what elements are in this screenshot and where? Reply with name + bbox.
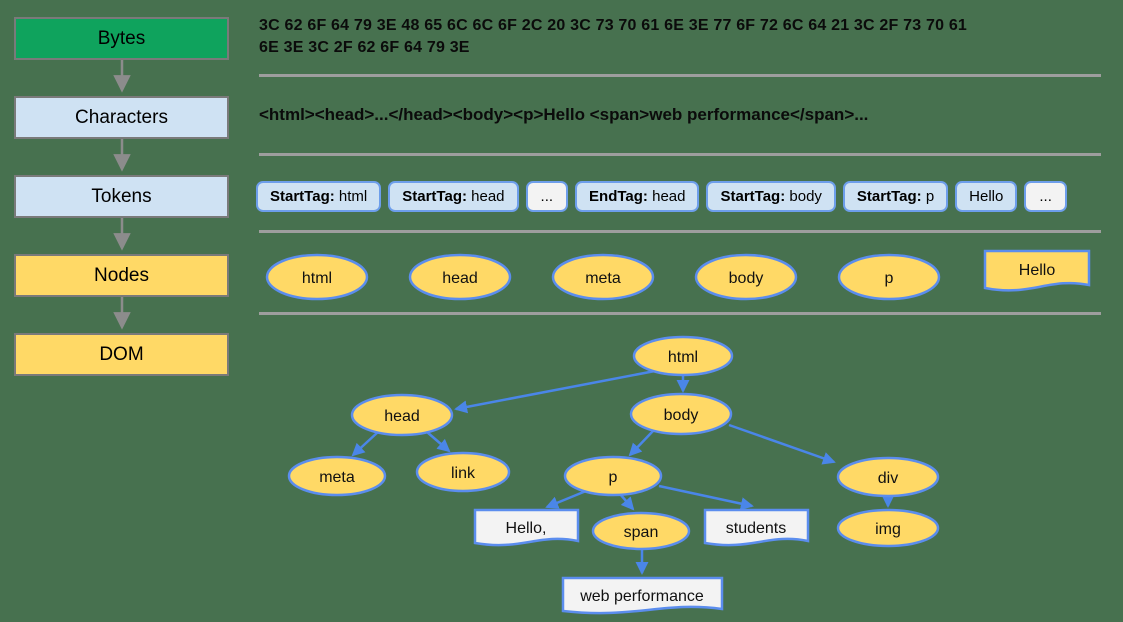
token-value: ...: [1039, 188, 1052, 205]
separator-line: [259, 230, 1101, 233]
stage-characters-label: Characters: [75, 106, 168, 128]
tree-textnode-students: [703, 508, 810, 547]
dom-tree-edges: [351, 369, 895, 575]
tree-edge-html-head: [454, 369, 656, 414]
bytes-hex-line-2: 6E 3E 3C 2F 62 6F 64 79 3E: [259, 39, 470, 56]
node-html-label: html: [302, 270, 332, 287]
tree-node-html: [632, 335, 734, 377]
token-starttag-head: StartTag: head: [388, 181, 519, 212]
stage-nodes: Nodes: [14, 254, 229, 297]
stage-tokens-label: Tokens: [91, 185, 152, 207]
tree-edge-p-students: [658, 484, 754, 511]
token-kind: EndTag:: [589, 188, 648, 205]
token-value: body: [785, 188, 822, 205]
bytes-hex-line-1: 3C 62 6F 64 79 3E 48 65 6C 6C 6F 2C 20 3…: [259, 17, 968, 34]
node-meta-label: meta: [585, 270, 621, 287]
tree-node-span-label: span: [624, 524, 659, 541]
nodes-row: html head meta body p Hello: [265, 249, 1091, 301]
tree-node-p: [563, 455, 663, 497]
separator-line: [259, 153, 1101, 156]
tree-node-head: [350, 393, 454, 437]
tree-node-img-label: img: [875, 521, 901, 538]
tree-node-div-label: div: [878, 470, 898, 487]
separator-line: [259, 74, 1101, 77]
node-p: [837, 253, 941, 301]
token-ellipsis: ...: [1024, 181, 1067, 212]
token-starttag-html: StartTag: html: [256, 181, 382, 212]
token-kind: StartTag:: [402, 188, 467, 205]
node-meta: [551, 253, 655, 301]
tree-node-body: [629, 392, 733, 436]
stage-dom-label: DOM: [99, 343, 144, 365]
tree-textnode-webperformance: [561, 576, 724, 615]
separator-line: [259, 312, 1101, 315]
tree-node-p-label: p: [609, 469, 618, 486]
token-value: head: [466, 188, 505, 205]
tree-textnode-students-label: students: [726, 520, 786, 537]
node-p-label: p: [885, 270, 894, 287]
node-hello-text: [983, 249, 1091, 292]
tree-edge-p-hello: [545, 489, 587, 509]
characters-markup-text: <html><head>...</head><body><p>Hello <sp…: [259, 105, 869, 124]
token-kind: StartTag:: [856, 188, 922, 205]
node-head-label: head: [442, 270, 478, 287]
tree-node-link-label: link: [451, 465, 476, 482]
tree-textnode-hello: [473, 508, 580, 547]
tree-edge-body-p: [628, 430, 654, 457]
dom-tree-nodes: html head body meta link p div span img …: [287, 335, 940, 615]
token-value: p: [921, 188, 935, 205]
token-kind: StartTag:: [270, 188, 335, 205]
token-value: head: [647, 188, 686, 205]
tree-node-link: [415, 451, 511, 493]
tree-node-meta: [287, 455, 387, 497]
token-kind: StartTag:: [720, 188, 786, 205]
stage-tokens: Tokens: [14, 175, 229, 218]
token-endtag-head: EndTag: head: [575, 181, 700, 212]
tree-node-img: [836, 508, 940, 548]
node-head: [408, 253, 512, 301]
stage-characters: Characters: [14, 96, 229, 139]
node-hello-label: Hello: [1019, 262, 1056, 279]
tokens-row: StartTag: html StartTag: head ... EndTag…: [256, 181, 1067, 212]
token-starttag-body: StartTag: body: [706, 181, 836, 212]
bytes-hex-text: 3C 62 6F 64 79 3E 48 65 6C 6C 6F 2C 20 3…: [259, 15, 1104, 59]
token-value: Hello: [969, 188, 1004, 205]
tree-node-div: [836, 456, 940, 498]
tree-node-head-label: head: [384, 408, 420, 425]
stage-bytes-label: Bytes: [97, 27, 146, 49]
token-value: html: [334, 188, 368, 205]
tree-edge-body-div: [728, 423, 836, 465]
tree-node-span: [591, 511, 691, 551]
stage-bytes: Bytes: [14, 17, 229, 60]
tree-textnode-hello-label: Hello,: [506, 520, 547, 537]
token-ellipsis: ...: [525, 181, 569, 212]
tree-node-html-label: html: [668, 349, 698, 366]
stage-nodes-label: Nodes: [94, 264, 149, 286]
node-body: [694, 253, 798, 301]
tree-edge-p-span: [619, 493, 635, 511]
token-text-hello: Hello: [955, 181, 1018, 212]
tree-node-meta-label: meta: [319, 469, 355, 486]
tree-textnode-webperformance-label: web performance: [579, 588, 704, 605]
stage-dom: DOM: [14, 333, 229, 376]
token-value: ...: [540, 188, 554, 205]
node-html: [265, 253, 369, 301]
tree-edge-head-meta: [351, 431, 379, 457]
token-starttag-p: StartTag: p: [842, 181, 949, 212]
tree-edge-head-link: [426, 431, 451, 453]
tree-node-body-label: body: [664, 407, 699, 424]
node-body-label: body: [729, 270, 764, 287]
